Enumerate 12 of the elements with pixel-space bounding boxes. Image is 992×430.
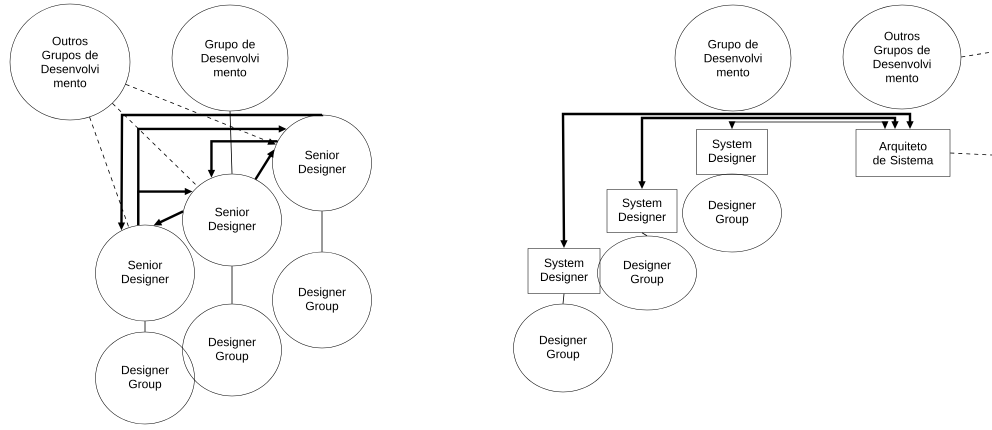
connector-line [89,116,130,228]
connector-line [950,152,992,156]
connector-line [960,52,992,58]
role-box: System Designer [606,189,678,233]
connector-line [562,293,564,304]
connector-line [112,102,198,187]
role-box: System Designer [696,129,768,175]
connector-line [144,320,146,332]
role-box: System Designer [528,248,600,294]
role-box: Arquiteto de Sistema [856,129,950,177]
connector-line [642,232,648,236]
connector-line [230,110,232,174]
